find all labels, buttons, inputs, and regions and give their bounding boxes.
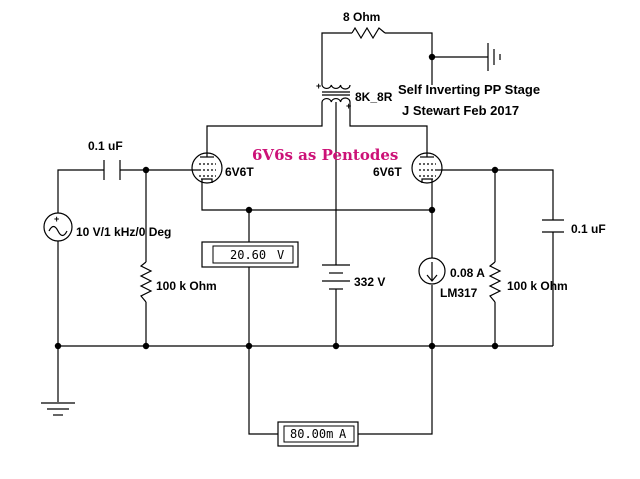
current-source-part: LM317 bbox=[440, 286, 478, 300]
grid-resistor-left-label: 100 k Ohm bbox=[156, 279, 217, 293]
grid-resistor-right-label: 100 k Ohm bbox=[507, 279, 568, 293]
output-transformer: + + 8K_8R bbox=[316, 81, 393, 111]
junctions bbox=[54, 53, 499, 350]
pentode-annotation: 6V6s as Pentodes bbox=[252, 146, 398, 164]
output-capacitor-label: 0.1 uF bbox=[571, 222, 606, 236]
transformer-label: 8K_8R bbox=[355, 90, 393, 104]
source-plus-mark: + bbox=[54, 214, 59, 224]
ac-source: + 10 V/1 kHz/0 Deg bbox=[43, 212, 171, 242]
ammeter-unit: A bbox=[339, 427, 347, 441]
battery-label: 332 V bbox=[354, 275, 385, 289]
title-line-2: J Stewart Feb 2017 bbox=[402, 103, 519, 118]
tube-left-label: 6V6T bbox=[225, 165, 254, 179]
tube-left: 6V6T bbox=[191, 147, 254, 184]
ground-symbol bbox=[41, 402, 75, 416]
voltmeter-value: 20.60 bbox=[230, 248, 266, 262]
voltmeter: 20.60 V bbox=[201, 241, 299, 268]
primary-plus-mark: + bbox=[346, 101, 351, 111]
secondary-plus-mark: + bbox=[316, 81, 321, 91]
grid-resistor-left: 100 k Ohm bbox=[139, 261, 217, 303]
input-capacitor-label: 0.1 uF bbox=[88, 139, 123, 153]
wires bbox=[57, 32, 554, 435]
tube-right-label: 6V6T bbox=[373, 165, 402, 179]
battery: 332 V bbox=[322, 264, 385, 290]
voltmeter-unit: V bbox=[277, 248, 284, 262]
load-resistor: 8 Ohm bbox=[343, 10, 386, 40]
current-source: 0.08 A LM317 bbox=[418, 257, 485, 300]
source-label: 10 V/1 kHz/0 Deg bbox=[76, 225, 171, 239]
title-line-1: Self Inverting PP Stage bbox=[398, 82, 540, 97]
output-capacitor: 0.1 uF bbox=[542, 219, 606, 236]
load-resistor-label: 8 Ohm bbox=[343, 10, 380, 24]
input-capacitor: 0.1 uF bbox=[88, 139, 123, 180]
title-block: Self Inverting PP Stage J Stewart Feb 20… bbox=[398, 82, 540, 118]
tube-right: 6V6T bbox=[373, 147, 443, 184]
current-source-value: 0.08 A bbox=[450, 266, 485, 280]
ammeter-value: 80.00m bbox=[290, 427, 333, 441]
chassis-ground-symbol bbox=[487, 43, 501, 71]
ammeter: 80.00m A bbox=[277, 421, 359, 447]
grid-resistor-right: 100 k Ohm bbox=[488, 261, 568, 303]
